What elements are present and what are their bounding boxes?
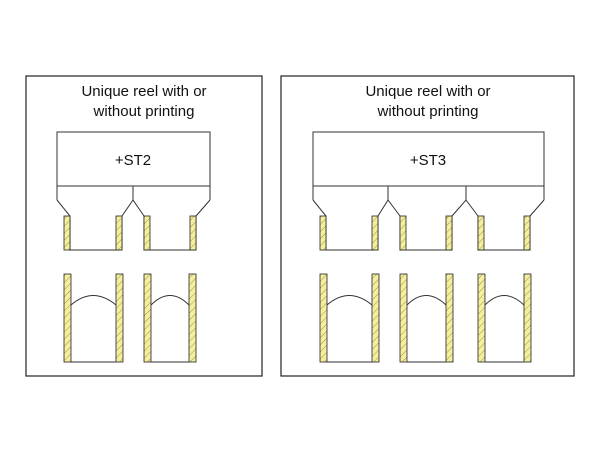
reel-cup (143, 273, 197, 363)
funnel-wall (399, 215, 407, 251)
reel-cup (477, 273, 532, 363)
panel-title-line1: Unique reel with or (81, 83, 206, 100)
funnel-wall (477, 215, 485, 251)
funnel-outline (312, 199, 545, 251)
funnel-wall (63, 215, 71, 251)
funnel-wall (445, 215, 453, 251)
funnel-wall (523, 215, 531, 251)
reel-cup (63, 273, 124, 363)
station-label: +ST2 (115, 152, 151, 169)
reel-cup (319, 273, 380, 363)
reel-cup (399, 273, 454, 363)
panel-st2: Unique reel with or without printing +ST… (25, 75, 263, 377)
panel-st3: Unique reel with or without printing +ST… (280, 75, 575, 377)
panel-title-line2: without printing (93, 103, 195, 120)
panel-title-line2: without printing (377, 103, 479, 120)
station-label: +ST3 (410, 152, 446, 169)
funnel-wall (143, 215, 151, 251)
funnel-wall (115, 215, 123, 251)
funnel-wall (319, 215, 327, 251)
panel-title-line1: Unique reel with or (365, 83, 490, 100)
funnel-wall (371, 215, 379, 251)
funnel-wall (189, 215, 197, 251)
station-box (312, 131, 545, 187)
